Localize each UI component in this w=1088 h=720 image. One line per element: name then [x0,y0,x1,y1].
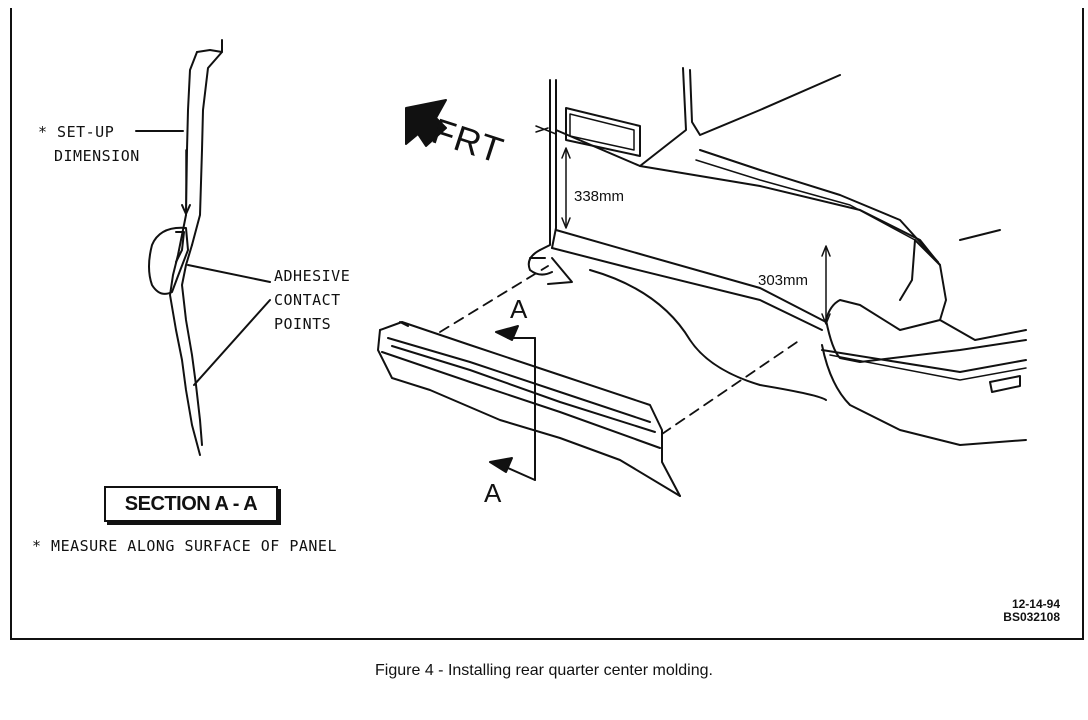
dimension-lower-label: 303mm [758,272,809,289]
molding-strip [377,321,681,497]
section-mark-bottom: A [484,478,502,508]
dimension-upper-label: 338mm [574,188,625,205]
figure-caption: Figure 4 - Installing rear quarter cente… [375,662,713,679]
section-mark-top: A [510,294,528,324]
adhesive-leader-1 [187,264,271,283]
vehicle-body [527,67,1027,446]
section-arrow-bottom [489,457,513,473]
measure-footnote: * MEASURE ALONG SURFACE OF PANEL [32,537,337,555]
dimension-338 [535,125,571,229]
alignment-dashes [439,265,801,435]
setup-label: * SET-UP DIMENSION [38,123,140,165]
section-title-box: SECTION A - A [104,486,278,522]
front-direction-arrow-icon [405,99,447,147]
section-arrow-top [495,325,519,341]
section-profile [148,39,223,456]
stamp-code: BS032108 [1003,610,1060,624]
dimension-303 [821,245,831,325]
figure-frame [10,8,1084,640]
figure-stamp: 12-14-94 BS032108 [1003,598,1060,624]
section-title: SECTION A - A [124,492,258,515]
adhesive-label: ADHESIVE CONTACT POINTS [274,267,351,333]
stamp-date: 12-14-94 [1011,597,1060,611]
adhesive-leader-2 [193,299,271,386]
